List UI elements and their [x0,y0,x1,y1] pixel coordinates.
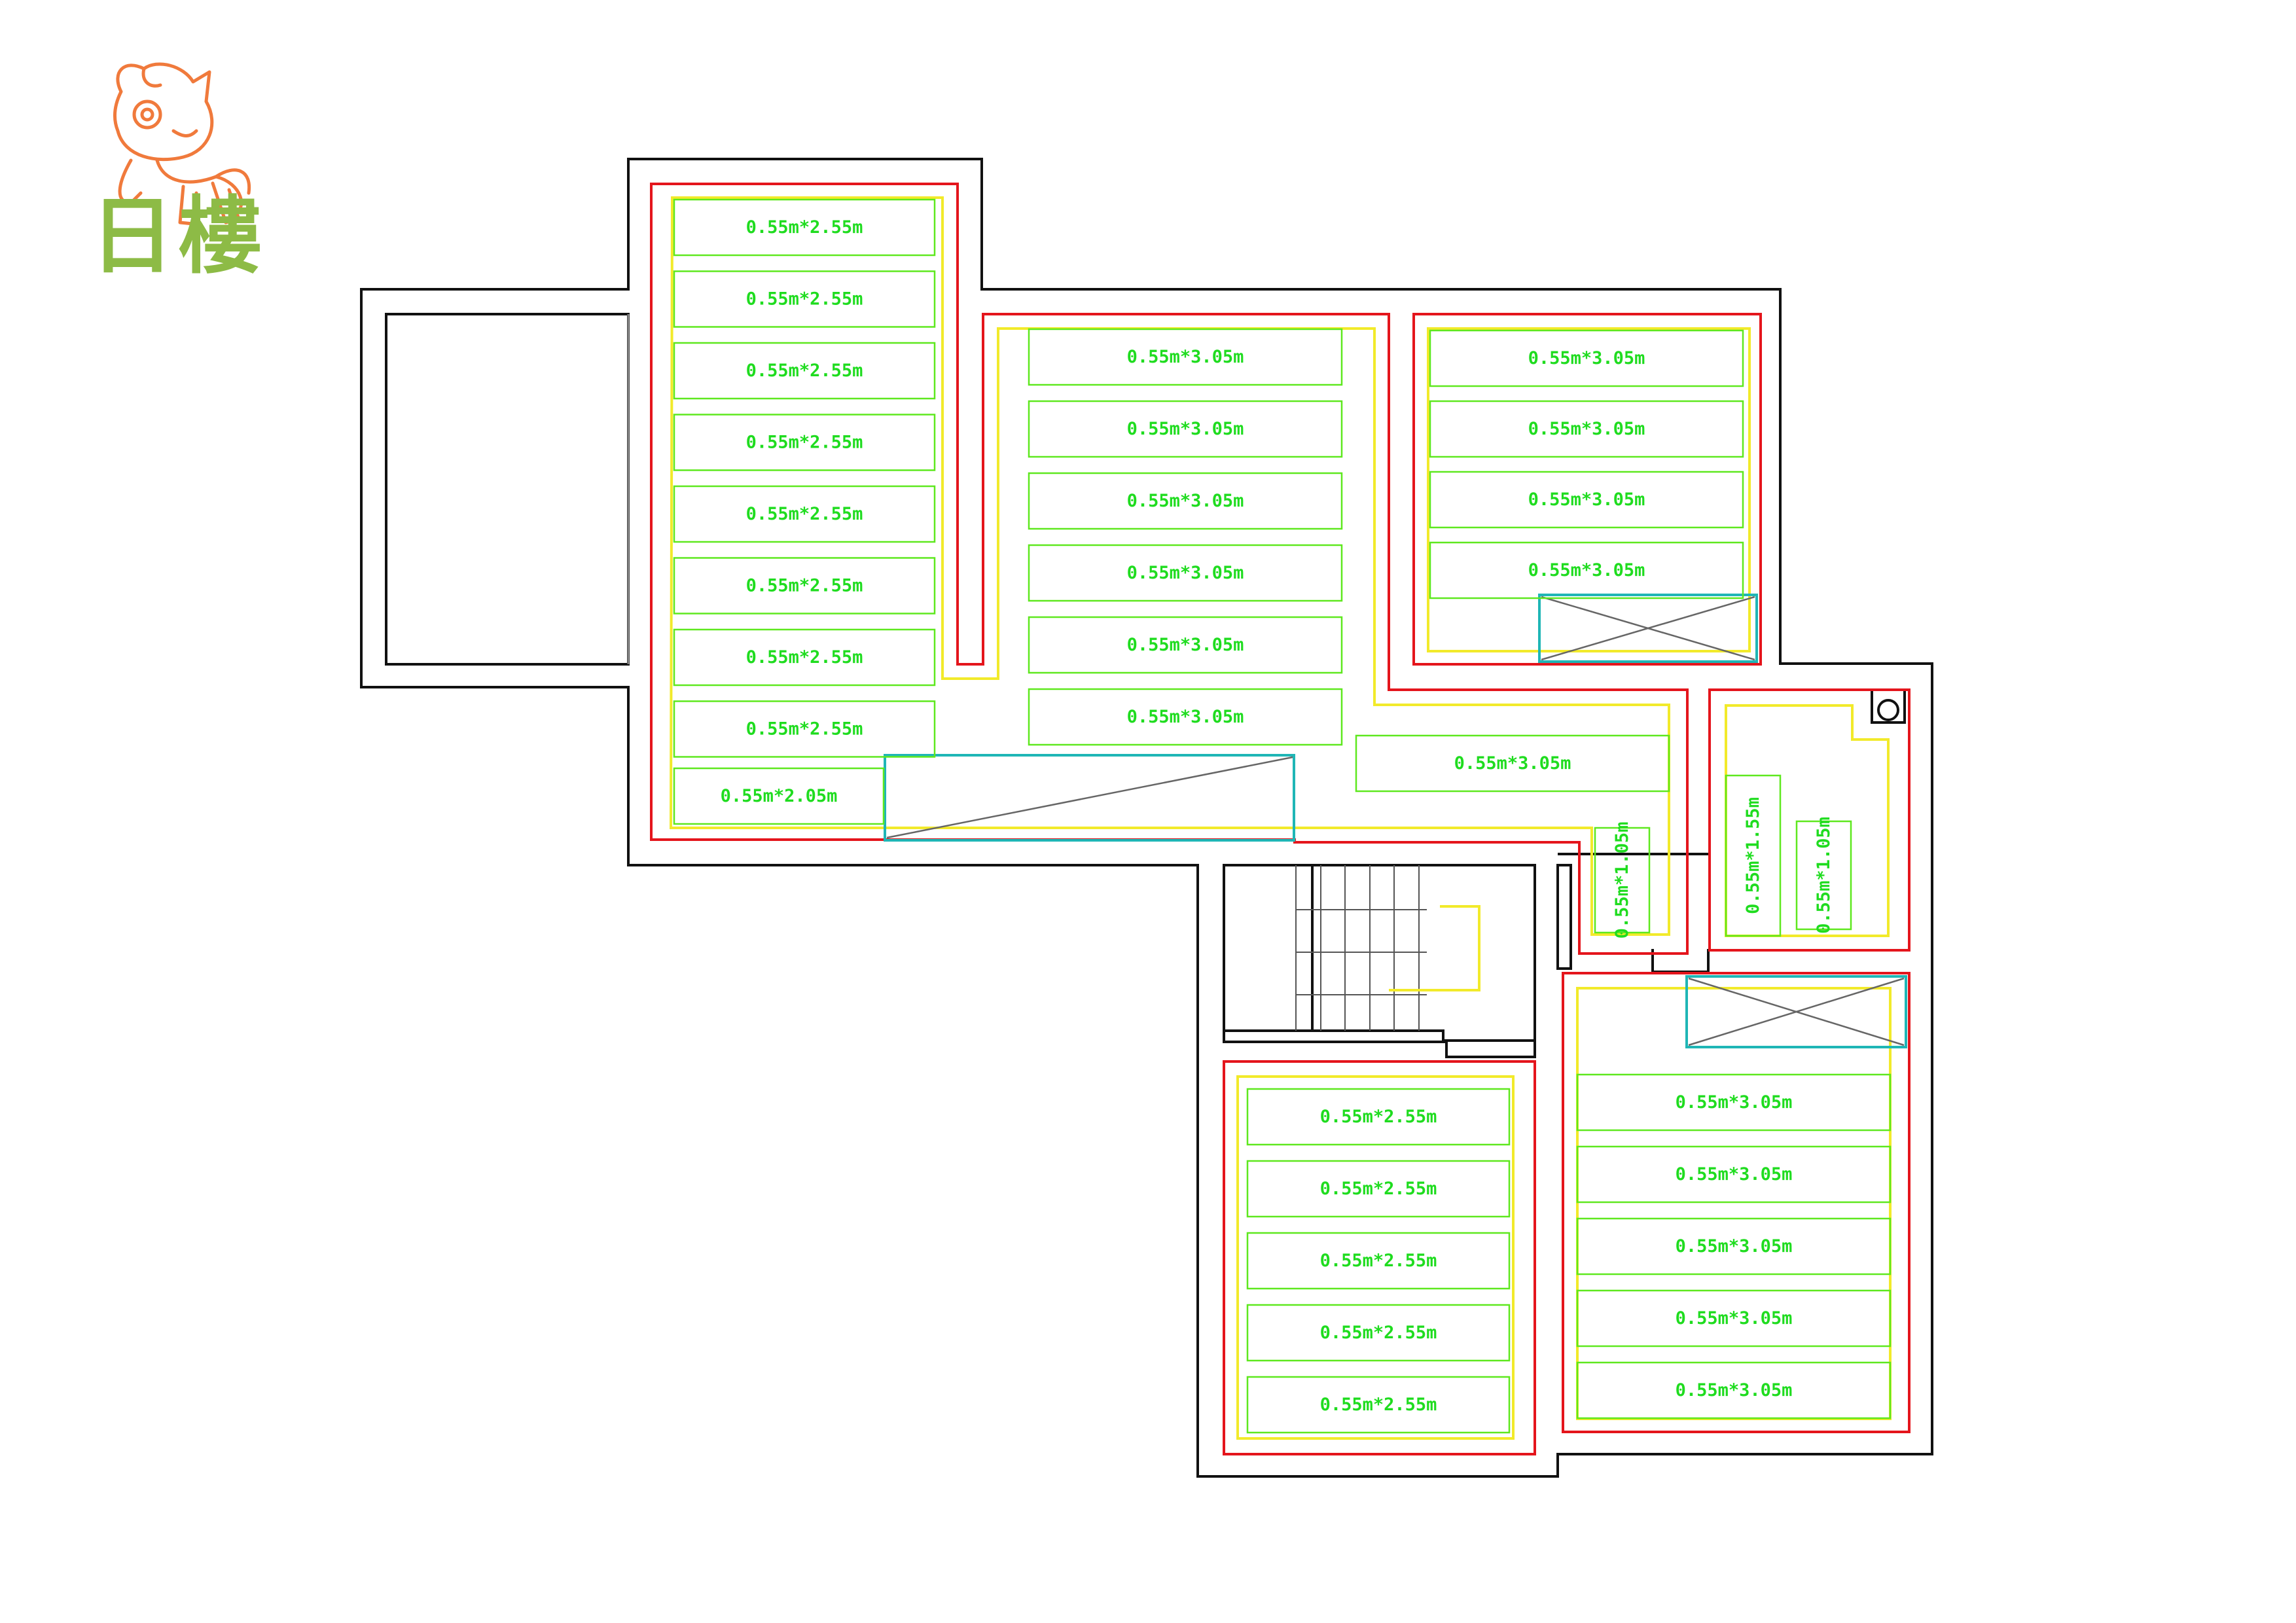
heating-mat [1429,400,1744,458]
heating-mat-label: 0.55m*3.05m [1127,635,1244,655]
heating-mat-label: 0.55m*2.55m [746,433,863,453]
heating-mat-label: 0.55m*2.55m [1320,1395,1437,1415]
heating-mat-label: 0.55m*3.05m [1528,419,1645,439]
heating-mat [1246,1088,1511,1146]
heating-mat [673,485,936,543]
heating-mat-label: 0.55m*3.05m [1454,753,1571,774]
heating-mat-label: 0.55m*3.05m [1127,491,1244,511]
heating-mat-label: 0.55m*2.55m [746,504,863,524]
heating-mat [1028,616,1343,674]
heating-mat [1246,1232,1511,1290]
cabinet-fixture-upper [1538,594,1758,663]
heating-mat-label: 0.55m*2.55m [1320,1107,1437,1127]
heating-mat-label: 0.55m*3.05m [1528,490,1645,510]
heating-mat [1028,328,1343,386]
heating-mats: 0.55m*2.55m 0.55m*2.55m 0.55m*2.55m 0.55m*2… [673,198,1892,1434]
heating-mat-label: 0.55m*1.55m [1743,797,1763,914]
logo-text: 日樓 [90,188,266,285]
cabinet-fixture-lower [1685,975,1907,1048]
heating-mat-label: 0.55m*3.05m [1676,1380,1793,1400]
heating-mat-label: 0.55m*2.55m [746,361,863,381]
heating-mat-label: 0.55m*3.05m [1676,1092,1793,1113]
heating-mat [673,767,885,825]
heating-mat [673,342,936,400]
heating-mat-label: 0.55m*3.05m [1676,1236,1793,1257]
heating-mat [1246,1376,1511,1434]
heating-mat-label: 0.55m*3.05m [1676,1308,1793,1329]
heating-mat [1028,544,1343,602]
heating-mat [1429,541,1744,599]
heating-mat-label: 0.55m*3.05m [1127,419,1244,439]
heating-mat [1725,774,1782,937]
heating-mat [673,628,936,687]
heating-mat-label: 0.55m*1.05m [1814,817,1834,934]
heating-mat-label: 0.55m*2.55m [1320,1179,1437,1199]
fixtures [884,594,1907,1048]
heating-mat [1594,827,1651,934]
heating-mat [673,557,936,615]
staircase [1223,864,1427,1032]
heating-mat [673,270,936,328]
heating-mat [1028,472,1343,530]
heating-mat [1429,471,1744,529]
heating-mat [1576,1073,1892,1132]
heating-mat-label: 0.55m*2.55m [1320,1251,1437,1271]
heating-mat-label: 0.55m*2.55m [746,289,863,310]
pony-mascot-icon [113,62,251,226]
heating-mat-label: 0.55m*2.55m [746,576,863,596]
heating-mat-label: 0.55m*2.55m [746,217,863,238]
heating-mat-label: 0.55m*3.05m [1127,707,1244,727]
heating-mat [673,700,936,758]
kitchen-counter-fixture [884,754,1295,842]
heating-pipe-loops [650,183,1910,1455]
heating-mat [1028,688,1343,746]
heating-mat-label: 0.55m*3.05m [1528,560,1645,580]
heating-mat [1576,1289,1892,1347]
heating-mat-label: 0.55m*3.05m [1127,347,1244,367]
heating-mat [1576,1217,1892,1275]
heating-mat-label: 0.55m*2.05m [721,786,838,806]
heating-mat [1246,1304,1511,1362]
heating-mat-label: 0.55m*3.05m [1127,563,1244,583]
heating-mat-label: 0.55m*3.05m [1676,1164,1793,1185]
heating-mat [1795,820,1852,931]
heating-mat-label: 0.55m*2.55m [746,647,863,668]
heating-mat [1576,1361,1892,1419]
heating-mat [673,198,936,257]
heating-mat [1028,400,1343,458]
heating-mat [1429,329,1744,387]
heating-mat-label: 0.55m*3.05m [1528,348,1645,368]
heating-mat [673,414,936,471]
heating-mat-label: 0.55m*2.55m [1320,1323,1437,1343]
heating-mat-label: 0.55m*1.05m [1612,822,1632,939]
heating-mat [1355,734,1670,793]
heating-mat [1576,1145,1892,1204]
heating-mat [1246,1160,1511,1218]
heating-mat-label: 0.55m*2.55m [746,719,863,740]
